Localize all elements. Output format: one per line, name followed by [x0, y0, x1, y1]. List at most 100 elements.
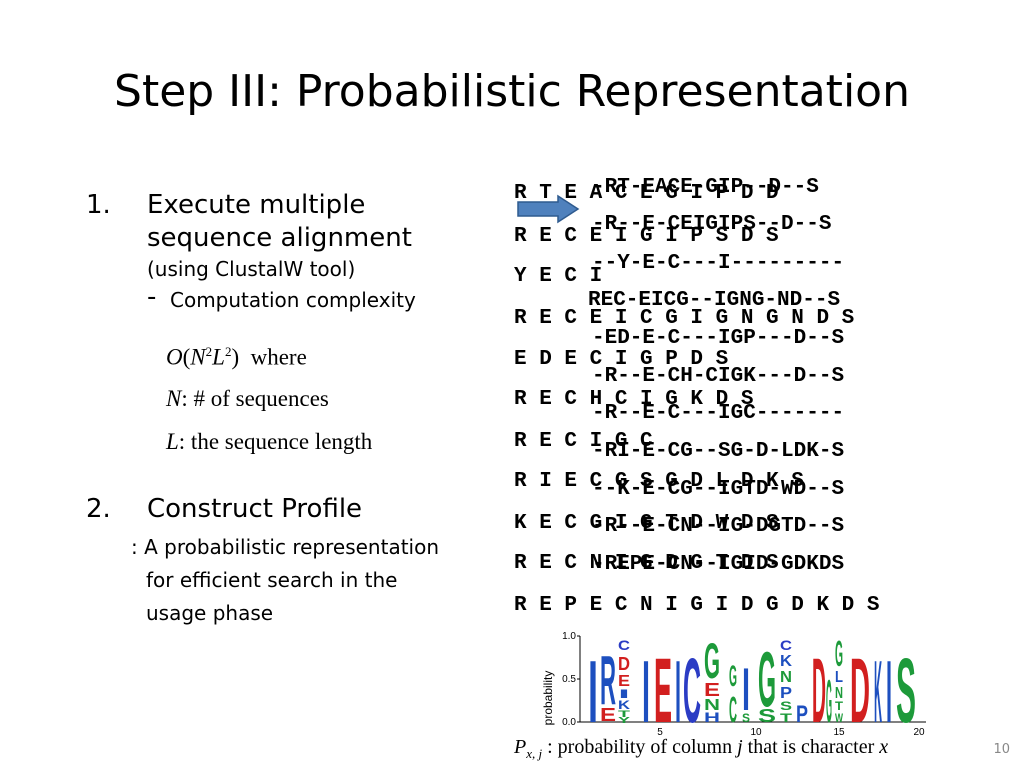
svg-text:K: K	[874, 642, 882, 736]
svg-text:E: E	[600, 705, 616, 725]
aligned-seq-3: --Y-E-C---I---------	[592, 252, 845, 275]
list-number-1: 1.	[86, 190, 111, 220]
svg-text:N: N	[704, 697, 720, 714]
l-definition: L: the sequence length	[166, 429, 372, 455]
l-desc: : the sequence length	[178, 429, 373, 454]
svg-text:G: G	[835, 633, 843, 674]
n-definition: N: # of sequences	[166, 386, 329, 412]
svg-text:Y: Y	[618, 716, 631, 725]
unaligned-seq-5: E D E C I G P D S	[514, 348, 729, 371]
logo-ytick-0: 0.0	[562, 717, 576, 728]
unaligned-seq-9: K E C G I G T D W D S	[514, 512, 779, 535]
svg-text:T: T	[618, 709, 631, 719]
svg-text:I: I	[642, 642, 650, 736]
svg-text:E: E	[654, 640, 672, 736]
svg-text:N: N	[835, 685, 843, 702]
svg-text:E: E	[704, 680, 720, 700]
logo-ylabel: probability	[541, 671, 555, 726]
svg-text:P: P	[796, 701, 808, 728]
svg-text:C: C	[683, 640, 701, 736]
list-number-2: 2.	[86, 494, 111, 524]
svg-text:I: I	[886, 642, 892, 736]
complexity-where: where	[250, 344, 307, 370]
svg-text:P: P	[780, 685, 792, 702]
svg-text:C: C	[729, 689, 737, 730]
item1-sub: (using ClustalW tool)	[147, 257, 356, 281]
aligned-seq-6: -R--E-CH-CIGK---D--S	[592, 365, 845, 388]
svg-text:S: S	[896, 640, 916, 736]
svg-text:G: G	[704, 633, 720, 689]
svg-text:I: I	[742, 656, 750, 723]
svg-text:T: T	[835, 699, 844, 713]
logo-ytick-1: 0.5	[562, 674, 576, 685]
svg-text:S: S	[742, 711, 750, 725]
item1-dash: -	[147, 282, 157, 312]
svg-text:D: D	[618, 654, 630, 674]
aligned-seq-5: -ED-E-C---IGP---D--S	[592, 327, 845, 350]
svg-text:S: S	[758, 706, 776, 726]
unaligned-seq-7: R E C I G C	[514, 430, 653, 453]
slide-title: Step III: Probabilistic Representation	[114, 66, 910, 117]
aligned-seq-8: -RI-E-CG--SG-D-LDK-S	[592, 440, 845, 463]
right-arrow-icon	[517, 194, 580, 224]
svg-text:K: K	[780, 653, 792, 670]
aligned-seq-10: -R--E-CN--IG-DGTD--S	[592, 515, 845, 538]
unaligned-seq-3: Y E C I	[514, 265, 603, 288]
aligned-seq-1: -RT-EACE-GIP--D--S	[592, 176, 819, 199]
unaligned-seq-8: R I E C G S G D L D K S	[514, 470, 804, 493]
item2-line1: Construct Profile	[147, 494, 363, 524]
svg-text:S: S	[780, 699, 792, 713]
logo-ytick-2: 1.0	[562, 631, 576, 642]
formula-text2: that is character	[747, 736, 875, 758]
unaligned-seq-10: R E C N I G D G T D S	[514, 552, 779, 575]
svg-text:L: L	[835, 669, 843, 686]
svg-text:K: K	[618, 698, 630, 712]
aligned-seq-4: REC-EICG--IGNG-ND--S	[588, 289, 841, 312]
aligned-seq-11: -REPE-CN--IGID-GDKDS	[592, 553, 845, 576]
unaligned-seq-11: R E P E C N I G I D G D K D S	[514, 594, 880, 617]
n-symbol: N	[166, 386, 182, 411]
svg-text:E: E	[618, 673, 630, 690]
aligned-seq-9: --K-E-CG--IGTD-WD--S	[592, 478, 845, 501]
svg-text:I: I	[588, 642, 598, 736]
item1-line2: sequence alignment	[147, 223, 412, 253]
svg-text:D: D	[850, 640, 870, 736]
formula-sub: x, j	[526, 746, 543, 761]
logo-xtick-3: 20	[913, 727, 925, 736]
formula-j: j	[737, 736, 743, 758]
aligned-seq-7: -R--E-C---IGC-------	[592, 402, 845, 425]
logo-xtick-1: 10	[750, 727, 762, 736]
svg-text:W: W	[835, 711, 843, 725]
svg-text:I: I	[618, 687, 630, 701]
unaligned-seq-2: R E C E I G I P S D S	[514, 225, 779, 248]
svg-text:D: D	[812, 640, 826, 736]
svg-text:C: C	[618, 637, 630, 653]
l-symbol: L	[166, 429, 179, 454]
svg-text:G: G	[729, 660, 737, 693]
formula-x: x	[879, 736, 889, 758]
item1-complexity: Computation complexity	[170, 288, 416, 312]
svg-text:T: T	[780, 711, 793, 725]
page-number: 10	[993, 742, 1010, 757]
complexity-formula: O(N2L2) where	[166, 344, 307, 370]
svg-text:I: I	[675, 642, 681, 736]
item2-desc1: : A probabilistic representation	[131, 535, 440, 559]
svg-text:H: H	[704, 709, 720, 725]
formula-p: P	[514, 736, 527, 758]
item2-desc2: for efficient search in the	[146, 568, 398, 592]
svg-text:C: C	[780, 637, 792, 653]
logo-xtick-2: 15	[833, 727, 845, 736]
sequence-logo: probability 0.0 0.5 1.0 5 10 15 20 I R E…	[541, 631, 926, 736]
item1-line1: Execute multiple	[147, 190, 366, 220]
svg-text:G: G	[758, 635, 776, 723]
item2-desc3: usage phase	[146, 601, 274, 625]
unaligned-seq-4: R E C E I C G I G N G N D S	[514, 307, 855, 330]
logo-xtick-0: 5	[657, 727, 663, 736]
unaligned-seq-6: R E C H C I G K D S	[514, 388, 754, 411]
svg-text:N: N	[780, 669, 792, 686]
probability-formula: Px, j : probability of column j that is …	[514, 736, 888, 762]
formula-text1: : probability of column	[547, 736, 733, 758]
n-desc: : # of sequences	[181, 386, 329, 411]
aligned-seq-2: -R--E-CEIGIPS--D--S	[592, 213, 832, 236]
svg-text:R: R	[600, 641, 616, 719]
